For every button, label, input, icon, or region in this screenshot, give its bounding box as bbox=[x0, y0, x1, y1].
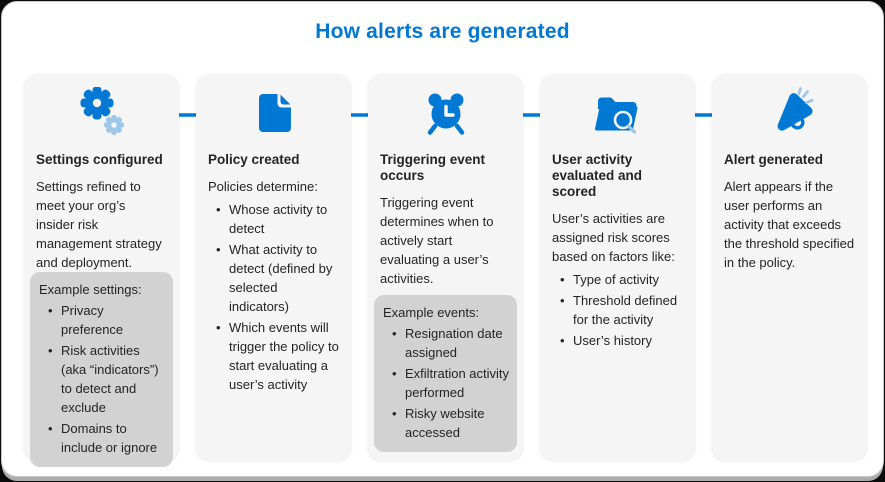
example-label: Example settings: bbox=[39, 282, 142, 297]
example-list: Privacy preferenceRisk activities (aka “… bbox=[39, 301, 168, 457]
document-icon bbox=[208, 84, 339, 142]
step-heading: Settings configured bbox=[36, 152, 163, 167]
example-settings-box: Example settings: Privacy preferenceRisk… bbox=[30, 272, 173, 467]
step-body: Triggering event determines when to acti… bbox=[380, 195, 494, 286]
step-card-user-activity-scored: User activity evaluated and scored User’… bbox=[540, 74, 695, 460]
example-label: Example events: bbox=[383, 305, 480, 320]
page-title: How alerts are generated bbox=[315, 20, 570, 43]
bullet-item: Whose activity to detect bbox=[216, 200, 339, 238]
bullet-item: Threshold defined for the activity bbox=[560, 291, 683, 329]
example-list: Resignation date assignedExfiltration ac… bbox=[383, 324, 512, 442]
step-heading: Policy created bbox=[208, 152, 300, 167]
bullet-item: Which events will trigger the policy to … bbox=[216, 318, 339, 394]
megaphone-icon bbox=[724, 84, 855, 142]
step-card-settings-configured: Settings configured Settings refined to … bbox=[24, 74, 179, 467]
bullet-item: User’s history bbox=[560, 331, 683, 350]
step-body: User’s activities are assigned risk scor… bbox=[552, 211, 675, 264]
step-bullets: Type of activityThreshold defined for th… bbox=[552, 268, 683, 350]
bullet-item: Domains to include or ignore bbox=[48, 419, 168, 457]
step-card-triggering-event: Triggering event occurs Triggering event… bbox=[368, 74, 523, 460]
bullet-item: Risk activities (aka “indicators”) to de… bbox=[48, 341, 168, 417]
folder-search-icon bbox=[552, 84, 683, 142]
alarm-clock-icon bbox=[380, 84, 511, 142]
step-bullets: Whose activity to detectWhat activity to… bbox=[208, 198, 339, 394]
step-heading: Alert generated bbox=[724, 152, 824, 167]
step-body: Policies determine: bbox=[208, 179, 318, 194]
step-card-alert-generated: Alert generated Alert appears if the use… bbox=[712, 74, 867, 460]
step-heading: Triggering event occurs bbox=[380, 152, 486, 183]
bullet-item: What activity to detect (defined by sele… bbox=[216, 240, 339, 316]
example-events-box: Example events: Resignation date assigne… bbox=[374, 295, 517, 452]
bullet-item: Risky website accessed bbox=[392, 404, 512, 442]
step-body: Settings refined to meet your org’s insi… bbox=[36, 179, 162, 270]
bullet-item: Type of activity bbox=[560, 270, 683, 289]
step-heading: User activity evaluated and scored bbox=[552, 152, 643, 199]
bullet-item: Privacy preference bbox=[48, 301, 168, 339]
gears-icon bbox=[36, 84, 167, 142]
step-card-policy-created: Policy created Policies determine: Whose… bbox=[196, 74, 351, 460]
bullet-item: Resignation date assigned bbox=[392, 324, 512, 362]
bullet-item: Exfiltration activity performed bbox=[392, 364, 512, 402]
step-body: Alert appears if the user performs an ac… bbox=[724, 179, 855, 270]
